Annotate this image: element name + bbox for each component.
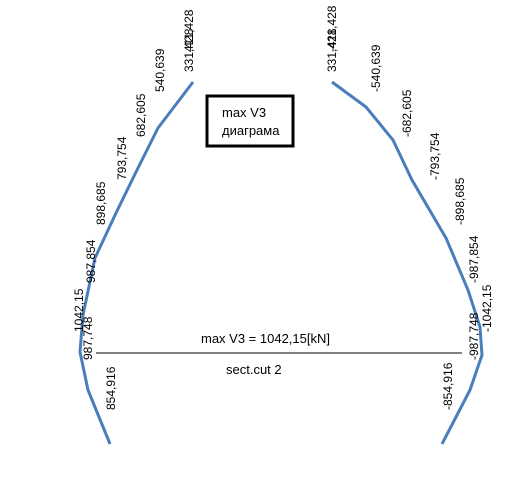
right-branch-value-label: -987,748: [467, 312, 481, 360]
max-value-label: max V3 = 1042,15[kN]: [201, 331, 330, 346]
right-branch-value-label: -854,916: [441, 362, 455, 410]
left-branch-value-label: 898,685: [94, 181, 108, 225]
title-box: [205, 94, 295, 148]
left-branch-value-label: 540,639: [153, 48, 167, 92]
title-line-1: max V3: [222, 105, 266, 120]
left-branch-value-label: 682,605: [134, 93, 148, 137]
left-branch-line: [78, 81, 195, 445]
right-branch-labels: 331,428-411,428-540,639-682,605-793,754-…: [325, 5, 494, 410]
right-branch-value-label: -411,428: [325, 5, 339, 52]
left-branch-value-label: 331,428: [182, 28, 196, 72]
section-cut-label: sect.cut 2: [226, 362, 282, 377]
left-branch-value-label: 854,916: [104, 366, 118, 410]
right-branch-value-label: -898,685: [453, 177, 467, 225]
right-branch-value-label: -793,754: [428, 132, 442, 180]
left-branch-value-label: 1042,15: [72, 288, 86, 332]
left-branch-value-label: 987,748: [81, 316, 95, 360]
right-branch-value-label: -540,639: [369, 44, 383, 92]
right-branch-line: [331, 80, 484, 445]
title-line-2: диаграма: [222, 123, 280, 138]
right-branch-value-label: -682,605: [400, 89, 414, 137]
right-branch-value-label: -987,854: [467, 235, 481, 283]
left-branch-value-label: 987,854: [84, 239, 98, 283]
right-branch-value-label: -1042,15: [480, 284, 494, 332]
left-branch-value-label: 411,428: [182, 9, 196, 52]
right-branch-value-label: 331,428: [325, 28, 339, 72]
left-branch-value-label: 793,754: [115, 136, 129, 180]
